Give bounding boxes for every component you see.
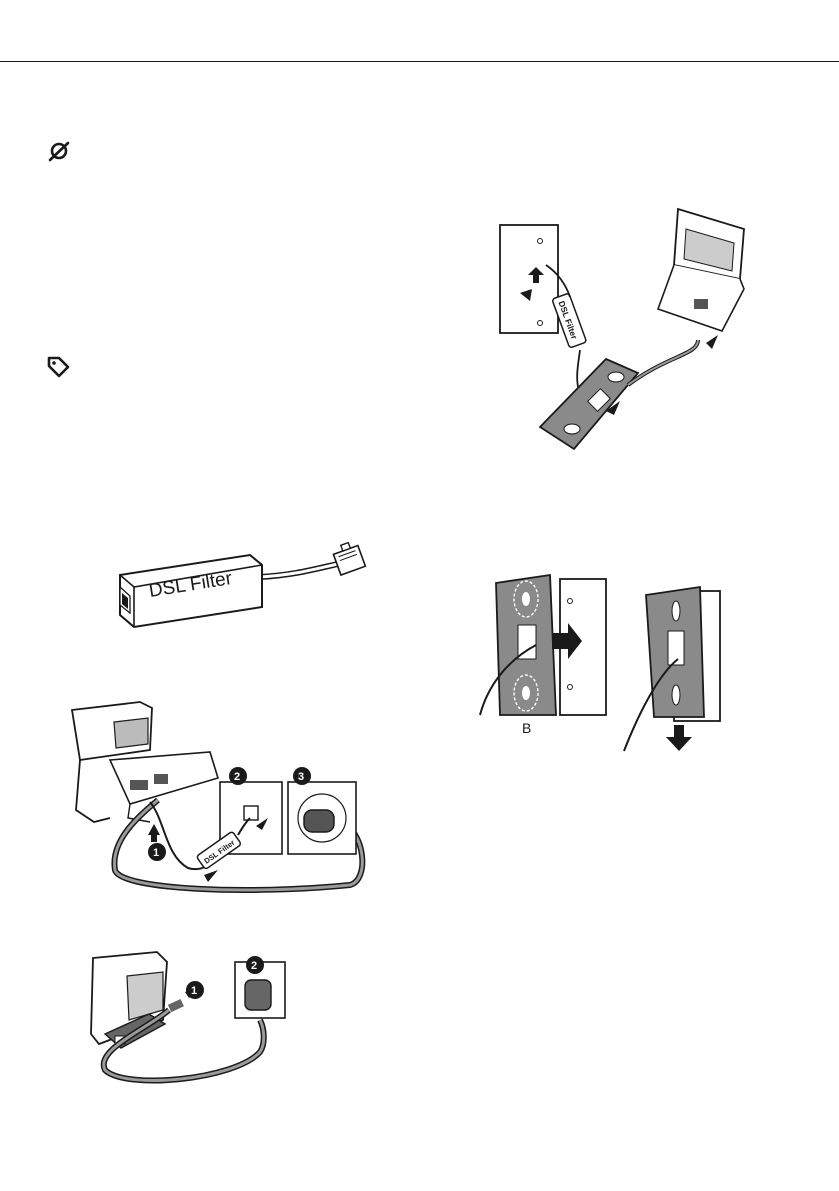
svg-text:2: 2 bbox=[234, 771, 240, 783]
wall-mount-bracket-illustration: B bbox=[478, 565, 728, 755]
phone-line-connection-illustration: DSL Filter 1 2 3 bbox=[70, 700, 370, 905]
power-connection-illustration: 1 2 bbox=[85, 950, 305, 1092]
power-step-badge-1: 1 bbox=[186, 981, 204, 999]
svg-text:1: 1 bbox=[191, 985, 197, 997]
svg-text:2: 2 bbox=[251, 960, 257, 972]
tag-icon bbox=[46, 354, 72, 380]
step-badge-2: 2 bbox=[229, 767, 247, 785]
step-badge-1: 1 bbox=[148, 843, 166, 861]
power-step-badge-2: 2 bbox=[246, 956, 264, 974]
svg-text:3: 3 bbox=[298, 771, 304, 783]
step-badge-3: 3 bbox=[293, 767, 311, 785]
mount-marker-b: B bbox=[522, 720, 531, 736]
svg-text:1: 1 bbox=[153, 847, 159, 859]
no-entry-circle-icon bbox=[47, 140, 71, 164]
wall-mount-connection-illustration: DSL Filter bbox=[498, 205, 758, 455]
dsl-filter-illustration: DSL Filter bbox=[110, 535, 380, 635]
top-rule bbox=[0, 61, 839, 62]
